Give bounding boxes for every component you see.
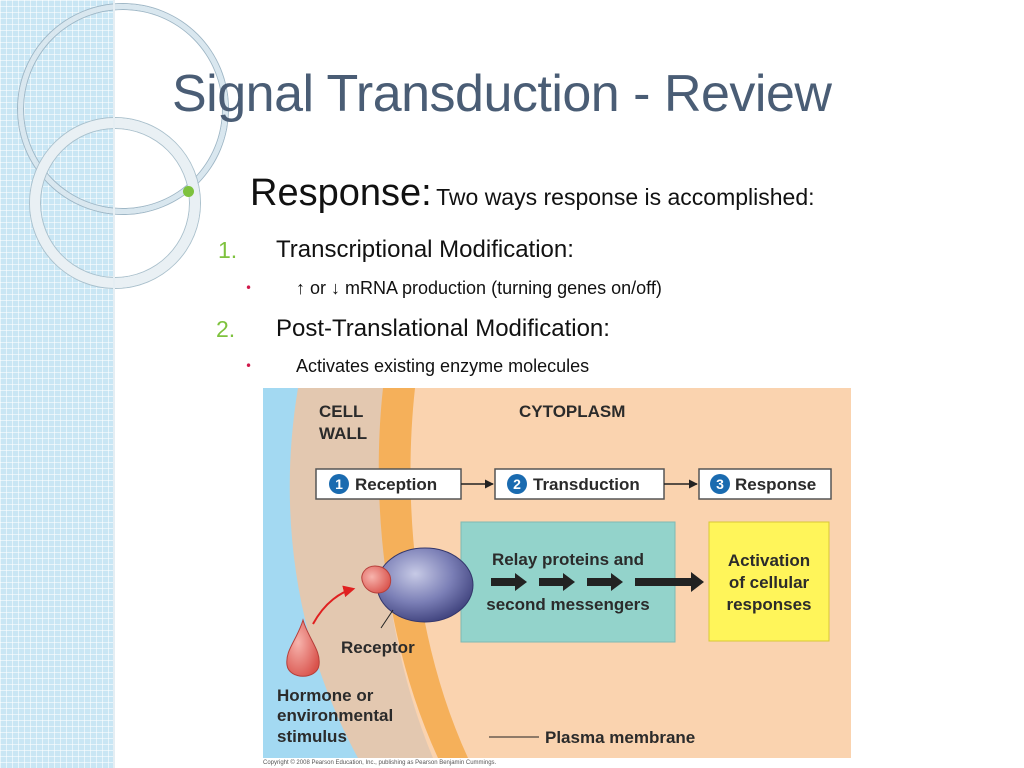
activation-box [708, 521, 830, 642]
step-circle-2 [507, 474, 527, 494]
step-number-1: 1 [335, 476, 343, 492]
activation-label-3: responses [726, 595, 811, 614]
hormone-label-3: stimulus [277, 727, 347, 746]
list-number-1: 1. [218, 237, 238, 263]
response-box [698, 468, 832, 500]
sub-item-mrna: ↑ or ↓ mRNA production (turning genes on… [296, 278, 662, 298]
response-heading: Response: [250, 172, 432, 214]
hormone-label-1: Hormone or [277, 686, 374, 705]
cytoplasm-label: CYTOPLASM [519, 402, 625, 421]
step-number-2: 2 [513, 476, 521, 492]
step-number-3: 3 [716, 476, 724, 492]
cell-wall-label-2: WALL [319, 424, 367, 443]
list-item-transcriptional: Transcriptional Modification: [276, 236, 574, 263]
decorative-ring-inner [30, 118, 200, 288]
step-circle-3 [710, 474, 730, 494]
response-label: Response [735, 475, 816, 494]
binding-arrow [312, 585, 356, 625]
response-text: Two ways response is accomplished: [436, 184, 815, 210]
hormone-icon [286, 618, 320, 677]
relay-label-2: second messengers [486, 595, 649, 614]
sub-bullet-icon-2: • [245, 359, 253, 373]
relay-label-1: Relay proteins and [492, 550, 644, 569]
receptor-icon [376, 547, 474, 623]
step-circle-1 [329, 474, 349, 494]
relay-arrows [491, 572, 704, 592]
decorative-side-strip [0, 0, 228, 768]
cell-wall-label-1: CELL [319, 402, 363, 421]
reception-label: Reception [355, 475, 437, 494]
sub-bullet-icon-1: • [245, 281, 253, 295]
activation-label-2: of cellular [729, 573, 810, 592]
strip-edge [113, 0, 115, 768]
response-line: Response: Two ways response is accomplis… [250, 172, 815, 215]
signal-transduction-figure: CELL WALL CYTOPLASM 1 Reception 2 Transd… [263, 388, 851, 758]
list-item-post-translational: Post-Translational Modification: [276, 315, 610, 342]
slide-title: Signal Transduction - Review [172, 65, 832, 123]
transduction-label: Transduction [533, 475, 640, 494]
plasma-membrane-label: Plasma membrane [545, 728, 695, 747]
main-bullet-icon [183, 186, 194, 197]
receptor-label: Receptor [341, 638, 415, 657]
list-number-2: 2. [216, 316, 236, 342]
receptor-pointer [380, 609, 394, 629]
bound-signal-icon [361, 565, 392, 594]
activation-label-1: Activation [728, 551, 810, 570]
hormone-label-2: environmental [277, 706, 393, 725]
sub-item-enzymes: Activates existing enzyme molecules [296, 356, 590, 376]
figure-copyright: Copyright © 2008 Pearson Education, Inc.… [263, 760, 497, 766]
